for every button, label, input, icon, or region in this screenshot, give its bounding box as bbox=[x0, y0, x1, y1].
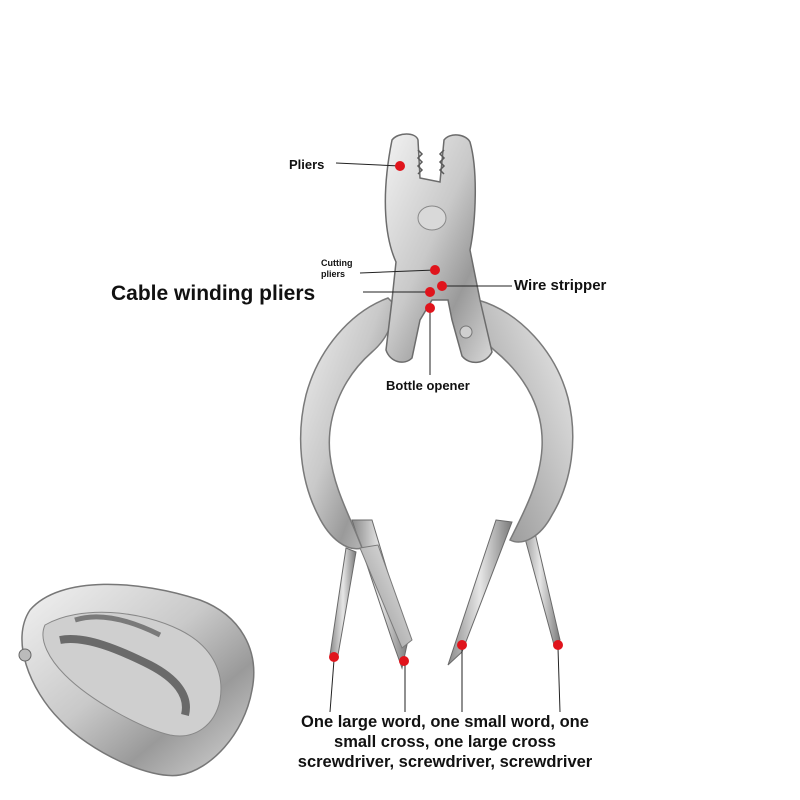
pivot-rivet bbox=[417, 205, 447, 231]
right-handle bbox=[475, 299, 574, 543]
marker-screwdriver-4 bbox=[553, 640, 563, 650]
marker-screwdriver-1 bbox=[329, 652, 339, 662]
bottle-opener-label: Bottle opener bbox=[386, 378, 470, 393]
screwdrivers-label: One large word, one small word, one smal… bbox=[262, 712, 628, 772]
screwdrivers-label-line2: small cross, one large cross bbox=[334, 733, 556, 751]
marker-screwdriver-2 bbox=[399, 656, 409, 666]
plier-head bbox=[384, 133, 493, 364]
callout-leaders bbox=[329, 162, 561, 713]
marker-cutting-pliers bbox=[430, 265, 440, 275]
cable-winding-pliers-label: Cable winding pliers bbox=[111, 282, 316, 305]
lower-rivet bbox=[459, 325, 473, 339]
screwdrivers-label-line1: One large word, one small word, one bbox=[301, 713, 589, 731]
screwdriver-bits bbox=[329, 519, 561, 670]
marker-wire-stripper bbox=[437, 281, 447, 291]
left-handle bbox=[299, 297, 394, 550]
marker-pliers bbox=[395, 161, 405, 171]
marker-bottle-opener bbox=[425, 303, 435, 313]
marker-cable-winding bbox=[425, 287, 435, 297]
cutting-pliers-label-line1: Cutting bbox=[321, 258, 353, 268]
pliers-label: Pliers bbox=[289, 157, 325, 172]
folded-pliers-inset bbox=[18, 583, 255, 777]
jaw-teeth bbox=[416, 149, 446, 175]
screwdrivers-label-line3: screwdriver, screwdriver, screwdriver bbox=[297, 753, 593, 771]
cutting-pliers-label: Cutting pliers bbox=[321, 258, 353, 280]
wire-stripper-label: Wire stripper bbox=[514, 277, 607, 294]
marker-screwdriver-3 bbox=[457, 640, 467, 650]
callout-markers bbox=[329, 161, 563, 666]
cutting-pliers-label-line2: pliers bbox=[321, 269, 346, 279]
